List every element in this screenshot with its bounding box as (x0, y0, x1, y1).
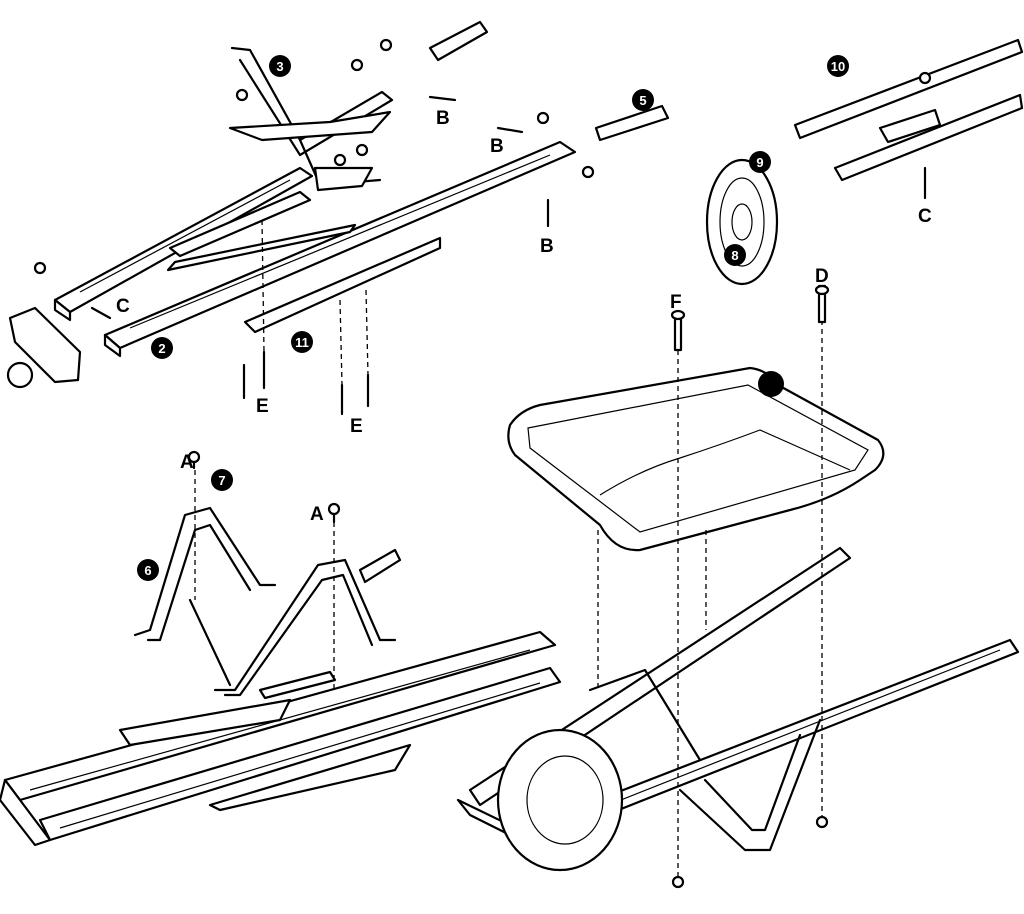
label-e-2: E (350, 416, 363, 437)
label-b-1: B (436, 108, 450, 129)
frame-rails-exploded (6, 20, 670, 416)
callout-10: 10 (827, 55, 849, 77)
part-number-8: 8 (731, 248, 738, 263)
letter-labels: A A B B B C C D E E F (116, 108, 932, 525)
assembled-wheelbarrow (456, 284, 1020, 889)
label-c-1: C (116, 296, 130, 317)
frame-with-legs (0, 450, 562, 847)
label-a-2: A (310, 504, 324, 525)
callout-11: 11 (291, 331, 313, 353)
label-a-1: A (180, 452, 194, 473)
part-number-7: 7 (218, 473, 225, 488)
part-number-6: 6 (144, 563, 151, 578)
callout-6: 6 (137, 559, 159, 581)
callout-3: 3 (269, 55, 291, 77)
label-c-2: C (918, 206, 932, 227)
callout-7: 7 (211, 469, 233, 491)
callout-2: 2 (151, 337, 173, 359)
label-b-3: B (540, 236, 554, 257)
callout-5: 5 (632, 89, 654, 111)
part-number-9: 9 (756, 155, 763, 170)
label-d: D (815, 266, 829, 287)
callout-8: 8 (724, 244, 746, 266)
part-number-10: 10 (831, 59, 845, 74)
label-f: F (670, 292, 682, 313)
part-number-callouts: 3 5 9 8 10 2 11 7 (137, 55, 849, 581)
label-b-2: B (490, 136, 504, 157)
part-number-3: 3 (276, 59, 283, 74)
part-number-11: 11 (295, 335, 309, 350)
wheel-exploded (705, 158, 779, 286)
callout-9: 9 (749, 151, 771, 173)
part-number-5: 5 (639, 93, 646, 108)
axle-detail (793, 38, 1024, 200)
label-e-1: E (256, 396, 269, 417)
part-number-2: 2 (158, 341, 165, 356)
